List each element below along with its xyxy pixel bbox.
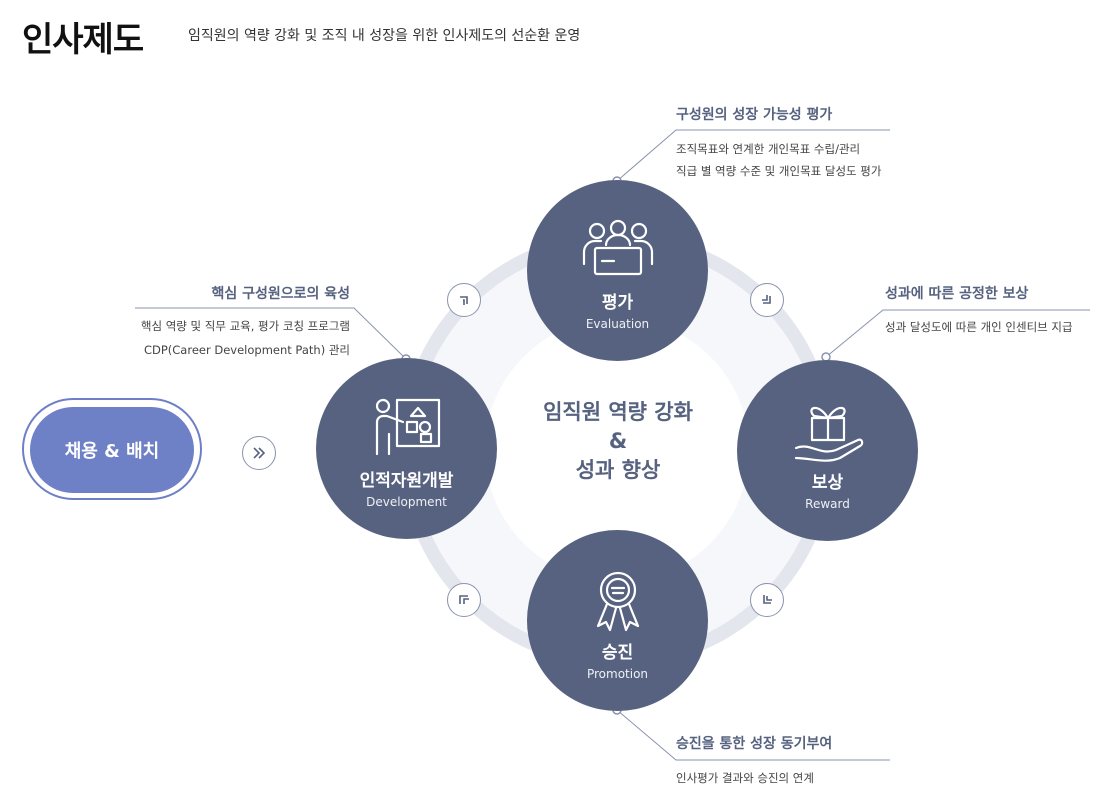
promotion-leader-line: [616, 709, 890, 761]
development-subtitle: Development: [366, 495, 447, 509]
reward-subtitle: Reward: [805, 497, 850, 511]
page-subtitle: 임직원의 역량 강화 및 조직 내 성장을 위한 인사제도의 선순환 운영: [188, 28, 581, 44]
development-callout-line-1: 핵심 역량 및 직무 교육, 평가 코칭 프로그램: [140, 319, 350, 333]
evaluation-title: 평가: [601, 293, 634, 313]
evaluation-callout-line-2: 직급 별 역량 수준 및 개인목표 달성도 평가: [676, 164, 882, 178]
development-callout-title: 핵심 구성원으로의 육성: [211, 286, 350, 302]
evaluation-callout-line-1: 조직목표와 연계한 개인목표 수립/관리: [676, 142, 861, 156]
arrow-down-right-icon: [750, 283, 784, 317]
development-node: 인적자원개발 Development: [316, 358, 497, 539]
arrow-up-left-icon: [447, 583, 481, 617]
evaluation-subtitle: Evaluation: [585, 317, 650, 331]
inner-disc: [485, 318, 749, 582]
promotion-subtitle: Promotion: [586, 667, 649, 681]
arrow-up-right-icon: [447, 283, 481, 317]
reward-callout-line-1: 성과 달성도에 따른 개인 인센티브 지급: [885, 320, 1073, 334]
development-callout-line-2: CDP(Career Development Path) 관리: [143, 343, 350, 357]
promotion-callout-line-1: 인사평가 결과와 승진의 연계: [676, 771, 814, 785]
development-title: 인적자원개발: [359, 471, 454, 491]
center-line-3: 성과 향상: [575, 458, 661, 482]
hire-placement-button[interactable]: 채용 & 배치: [30, 407, 194, 493]
double-chevron-right-icon: [242, 436, 276, 470]
promotion-node: 승진 Promotion: [527, 530, 708, 711]
center-line-1: 임직원 역량 강화: [543, 400, 693, 424]
promotion-title: 승진: [601, 643, 634, 663]
evaluation-callout-title: 구성원의 성장 가능성 평가: [676, 107, 833, 123]
center-text: 임직원 역량 강화 & 성과 향상: [500, 398, 736, 485]
gift-hand-icon: [794, 406, 863, 462]
award-ribbon-icon: [596, 571, 639, 632]
reward-leader-line: [825, 309, 1090, 358]
evaluation-leader-line: [616, 129, 890, 182]
development-leader-line: [135, 307, 407, 360]
arrow-down-left-icon: [750, 583, 784, 617]
reward-title: 보상: [811, 473, 844, 493]
center-line-2: &: [608, 429, 628, 453]
page-title: 인사제도: [22, 20, 144, 60]
evaluation-node: 평가 Evaluation: [527, 180, 708, 361]
presentation-icon: [375, 398, 440, 456]
reward-callout-title: 성과에 따른 공정한 보상: [885, 286, 1029, 302]
promotion-callout-title: 승진을 통한 성장 동기부여: [676, 736, 833, 752]
reward-node: 보상 Reward: [737, 360, 918, 541]
team-meeting-icon: [582, 219, 653, 276]
